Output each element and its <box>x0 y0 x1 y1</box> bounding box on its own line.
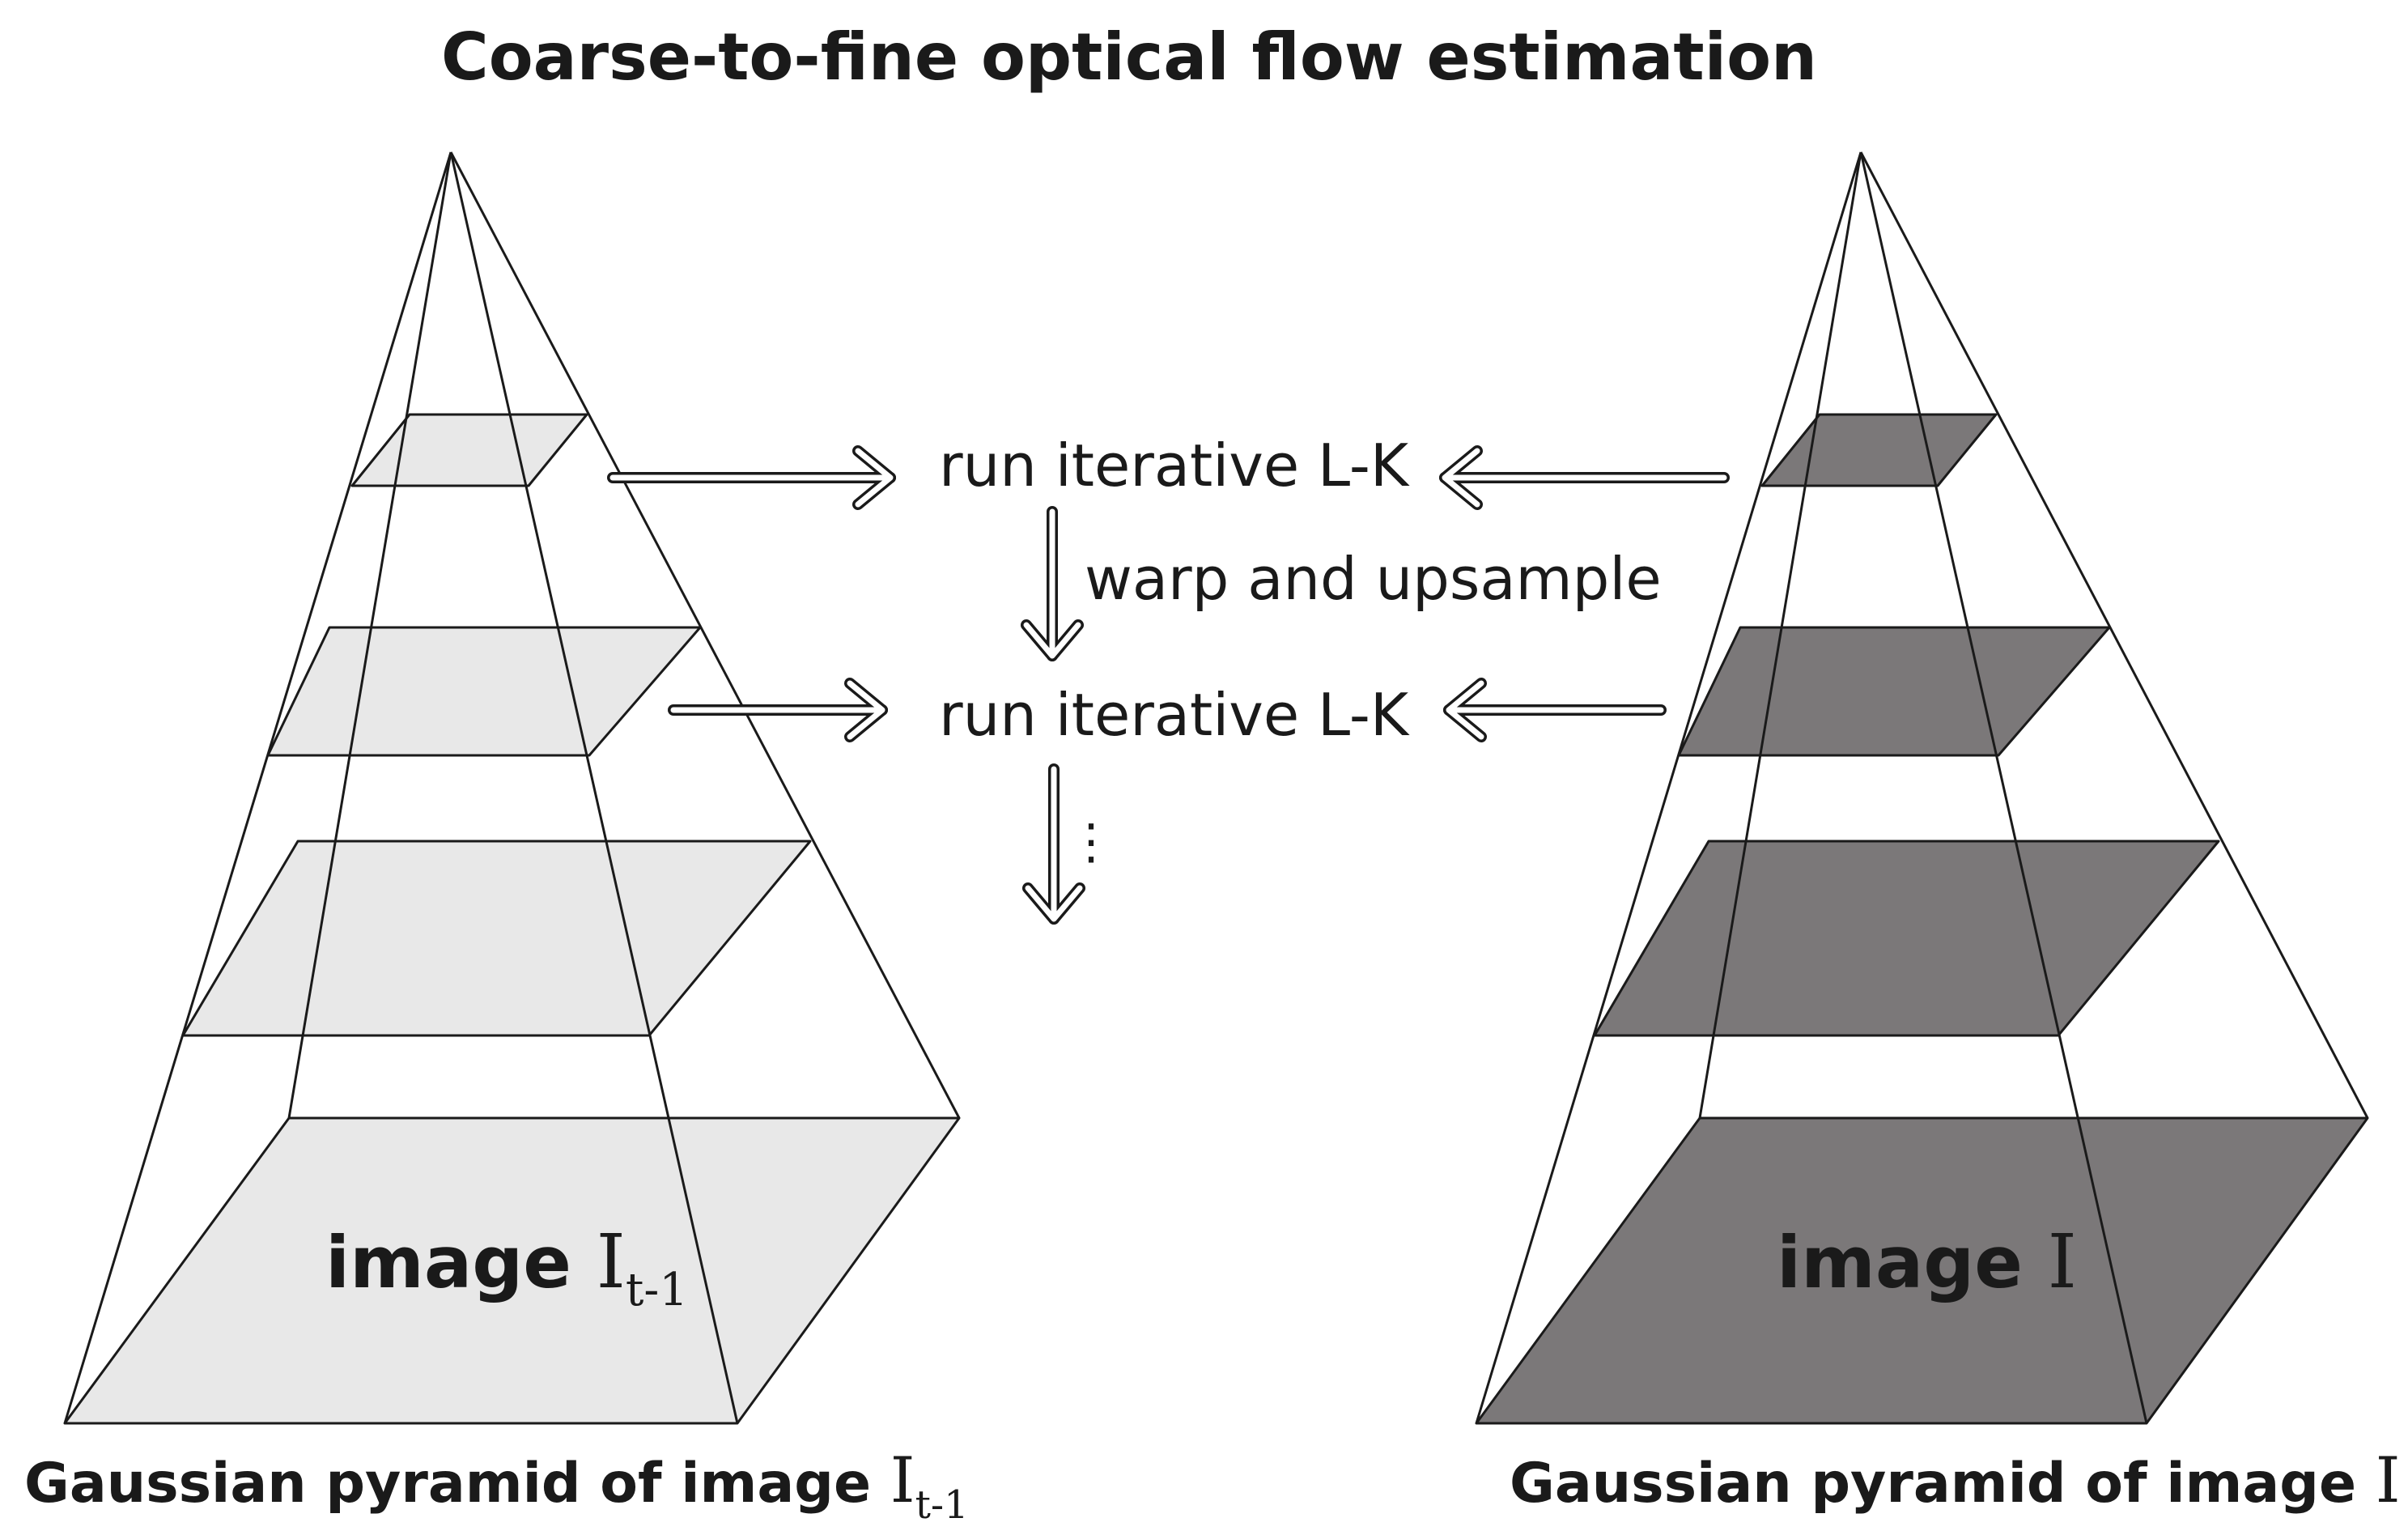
warp-label: warp and upsample <box>1085 545 1662 613</box>
step-2-label: run iterative L-K <box>939 681 1410 749</box>
arrow-left-to-step-1 <box>607 445 896 510</box>
diagram-title: Coarse-to-fine optical flow estimation <box>441 19 1817 95</box>
left-level-2 <box>266 626 702 757</box>
left-pyramid <box>63 151 961 1425</box>
right-pyramid-caption: Gaussian pyramid of image I <box>1510 1444 2401 1517</box>
arrow-down-continue <box>1022 763 1085 925</box>
right-level-1 <box>1760 413 1998 487</box>
right-base-label: image I <box>1777 1218 2077 1305</box>
right-level-2 <box>1677 626 2111 757</box>
right-level-3 <box>1593 840 2220 1037</box>
left-level-1 <box>350 413 588 487</box>
process-flow: run iterative L-K warp and upsample run … <box>607 432 1730 925</box>
left-level-3 <box>181 840 812 1037</box>
left-base-label: image It-1 <box>325 1218 688 1316</box>
arrow-left-to-step-2 <box>668 678 888 742</box>
left-pyramid-caption: Gaussian pyramid of image It-1 <box>24 1444 969 1528</box>
arrow-right-to-step-2 <box>1443 678 1667 742</box>
arrow-down-warp <box>1021 506 1084 661</box>
arrow-right-to-step-1 <box>1439 445 1730 510</box>
right-pyramid-edges <box>1475 151 2369 1424</box>
continuation-ellipsis: ⋮ <box>1067 814 1115 870</box>
step-1-label: run iterative L-K <box>939 432 1410 500</box>
left-pyramid-edges <box>63 151 961 1424</box>
right-pyramid <box>1475 151 2369 1425</box>
